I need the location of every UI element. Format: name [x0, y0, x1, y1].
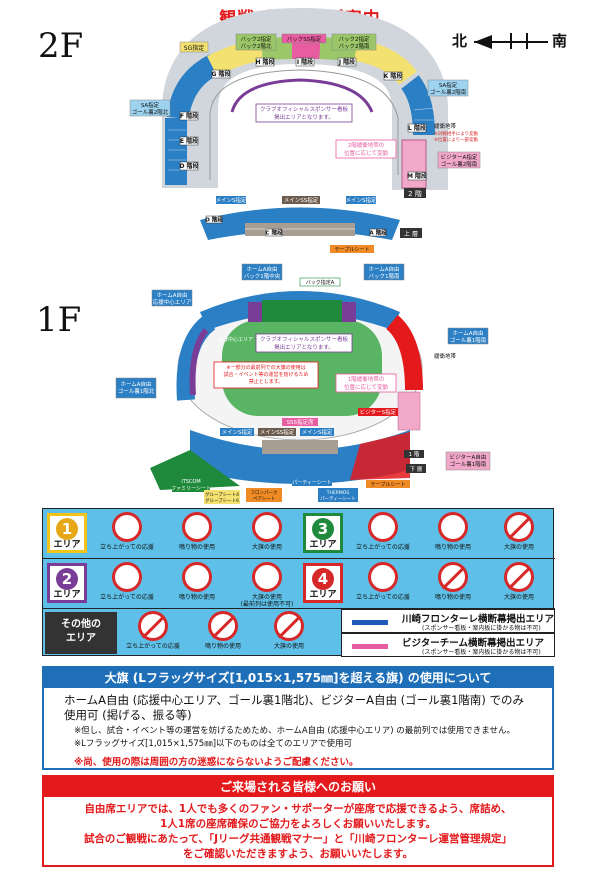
f2-sg-label: SG指定 [184, 44, 204, 52]
compass: 北 南 [452, 30, 572, 52]
f1-boundary-note: 1階緩衝地帯の位置に応じて変動 [344, 375, 389, 391]
big-flag-prohibited-icon: 大旗の使用 [489, 512, 549, 551]
other-area-badge: その他のエリア [45, 612, 117, 654]
standing-cheer-prohibited-icon: 立ち上がっての応援 [123, 611, 183, 650]
legend-row-1: 1 エリア 立ち上がっての応援 鳴り物の使用 大旗の使用 3 エリア 立ち上がっ… [43, 509, 555, 558]
noise-maker-prohibited-icon: 鳴り物の使用 [193, 611, 253, 650]
visitor-banner-legend: ビジターチーム横断幕掲出エリア (スポンサー看板・案内板に掛かる物は不可) [341, 633, 555, 657]
f1-visitor-free-label: ビジターA自由ゴール裏1階南 [450, 453, 487, 468]
f2-sa-south-label: SA指定ゴール裏2階南 [430, 81, 467, 96]
f1-visitor-s-label: ビジターS指定 [360, 408, 397, 416]
zone-2-badge: 2 エリア [47, 563, 87, 603]
f1-homeA-back-south-label: ホームA自由バック1階南 [368, 265, 400, 280]
f2-back2-north-label: バック2指定バック2階北 [241, 35, 272, 50]
svg-text:M 階段: M 階段 [407, 172, 427, 180]
f2-main-ss-label: メインSS指定 [284, 196, 319, 204]
legend-row-2: 2 エリア 立ち上がっての応援 鳴り物の使用 大旗の使用(最前列は使用不可) 4… [43, 559, 555, 608]
f1-buffer-label: 緩衝地帯 [434, 352, 457, 360]
big-flag-info-box: 大旗 (Lフラッグサイズ[1,015×1,575㎜]を超える旗) の使用について… [42, 666, 554, 770]
svg-text:I 階段: I 階段 [297, 58, 313, 66]
standing-cheer-icon: 立ち上がっての応援 [97, 562, 157, 601]
f1-gate-label: 1 階 [409, 450, 420, 458]
f1-homeA-back-north-label: ホームA自由バック1階中央 [244, 265, 281, 280]
f1-homeA-goal-south-label: ホームA自由ゴール裏1階南 [450, 329, 487, 344]
f1-main-s-left-label: メインS指定 [222, 428, 253, 436]
big-flag-prohibited-icon: 大旗の使用 [489, 562, 549, 601]
f2-upper-label: 上 層 [404, 230, 418, 238]
svg-text:C 階段: C 階段 [266, 229, 283, 237]
f1-sponsor-note: クラブオフィシャルスポンサー看板掲出エリアとなります。 [260, 335, 348, 351]
legend-row-3: その他のエリア 立ち上がっての応援 鳴り物の使用 大旗の使用 [43, 608, 555, 657]
f2-main-s-left-label: メインS指定 [216, 196, 247, 204]
compass-north-label: 北 [452, 32, 468, 50]
noise-maker-icon: 鳴り物の使用 [423, 512, 483, 551]
floor-label-2f: 2F [38, 26, 84, 66]
f2-sponsor-note: クラブオフィシャルスポンサー看板掲出エリアとなります。 [260, 105, 348, 121]
f1-flag-note: ※一部分の最前列での大旗の使用は試合・イベント等の運営を妨げるため禁止とします。 [223, 364, 308, 385]
stadium-map: 2 階 D 階段 E 階段 F 階段 G 階段 H 階段 I 階段 J 階段 K… [115, 7, 491, 504]
f1-homeA-support-label: ホームA自由応援中心エリア [153, 291, 192, 306]
big-flag-header: 大旗 (Lフラッグサイズ[1,015×1,575㎜]を超える旗) の使用について [44, 668, 552, 688]
f2-buffer-note: ※対戦相手により変動※位置により一部変動 [434, 130, 479, 143]
svg-text:A 階段: A 階段 [369, 229, 387, 237]
svg-text:D 階段: D 階段 [179, 162, 198, 170]
f2-block-markers: D 階段 E 階段 F 階段 G 階段 H 階段 I 階段 J 階段 K 階段 … [179, 57, 427, 181]
f2-sa-north-label: SA指定ゴール裏2階北 [132, 101, 169, 116]
f1-table-seat-label: テーブルシート [371, 481, 406, 488]
floor-label-1f: 1F [36, 300, 82, 340]
svg-text:D 階段: D 階段 [205, 216, 223, 224]
zone-3-badge: 3 エリア [303, 513, 343, 553]
request-header: ご来場される皆様へのお願い [44, 777, 552, 797]
f2-table-seat-label: テーブルシート [335, 246, 370, 253]
f2-boundary-note: 2階緩衝地帯の位置に応じて変動 [344, 141, 389, 157]
svg-text:E 階段: E 階段 [180, 137, 198, 145]
request-box: ご来場される皆様へのお願い 自由席エリアでは、1人でも多くのファン・サポーターが… [42, 775, 554, 867]
map-1f: ホームA自由バック1階中央 ホームA自由バック1階南 バック指定A ホームA自由… [115, 263, 491, 504]
svg-text:G 階段: G 階段 [211, 70, 230, 78]
f1-fronpark-label: フロンパークペアシート [251, 490, 278, 502]
f1-lower-label: 下 層 [410, 466, 423, 473]
compass-south-label: 南 [552, 32, 568, 50]
f1-main-s-right-label: メインS指定 [302, 428, 333, 436]
svg-text:J 階段: J 階段 [338, 58, 355, 66]
f2-visitor-label: ビジターA指定ゴール裏2階南 [441, 153, 478, 168]
svg-text:K 階段: K 階段 [384, 72, 403, 80]
f2-main-s-right-label: メインS指定 [346, 196, 377, 204]
f1-sss-label: SSS指定席 [287, 418, 314, 426]
svg-text:L 階段: L 階段 [408, 124, 426, 132]
legend: 1 エリア 立ち上がっての応援 鳴り物の使用 大旗の使用 3 エリア 立ち上がっ… [42, 508, 555, 657]
f1-party-label: パーティーシート [292, 480, 332, 486]
f1-cheer-area-label: 応援中心エリア [218, 336, 253, 343]
svg-text:H 階段: H 階段 [255, 58, 274, 66]
zone-1-badge: 1 エリア [47, 513, 87, 553]
noise-maker-icon: 鳴り物の使用 [167, 562, 227, 601]
f1-back-seat-label: バック指定A [306, 279, 335, 286]
standing-cheer-icon: 立ち上がっての応援 [353, 512, 413, 551]
noise-maker-icon: 鳴り物の使用 [167, 512, 227, 551]
f2-backss-label: バックSS指定 [287, 35, 322, 43]
svg-text:F 階段: F 階段 [180, 112, 198, 120]
home-banner-legend: 川崎フロンターレ横断幕掲出エリア (スポンサー看板・案内板に掛かる物は不可) [341, 609, 555, 633]
big-flag-icon: 大旗の使用(最前列は使用不可) [237, 562, 297, 608]
zone-4-badge: 4 エリア [303, 563, 343, 603]
f2-back2-south-label: バック2指定バック2階南 [339, 35, 370, 50]
f2-gate-label: 2 階 [408, 189, 422, 198]
standing-cheer-icon: 立ち上がっての応援 [97, 512, 157, 551]
standing-cheer-icon: 立ち上がっての応援 [353, 562, 413, 601]
f1-main-ss-label: メインSS指定 [260, 428, 295, 436]
f2-buffer-label: 緩衝地帯 [434, 122, 457, 130]
f1-homeA-goal-north-label: ホームA自由ゴール裏1階北 [118, 380, 155, 395]
big-flag-icon: 大旗の使用 [237, 512, 297, 551]
big-flag-prohibited-icon: 大旗の使用 [259, 611, 319, 650]
map-2f: 2 階 D 階段 E 階段 F 階段 G 階段 H 階段 I 階段 J 階段 K… [129, 7, 481, 253]
noise-maker-prohibited-icon: 鳴り物の使用 [423, 562, 483, 601]
